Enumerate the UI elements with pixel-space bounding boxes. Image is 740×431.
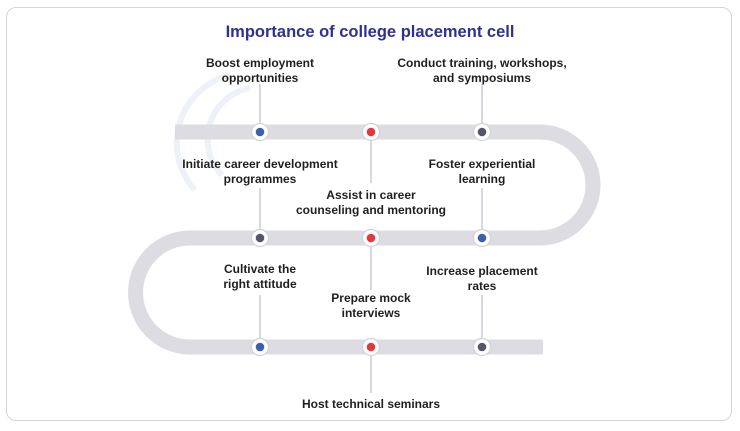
node-dot	[361, 122, 381, 142]
connector-lines	[259, 84, 483, 393]
node-label-line: Increase placement	[426, 264, 537, 278]
node-label-line: Initiate career development	[182, 157, 337, 171]
node-label-line: Foster experiential	[429, 157, 536, 171]
node-label-line: Prepare mock	[331, 291, 411, 305]
node-dot	[250, 122, 270, 142]
watermark-logo	[173, 72, 251, 193]
node-label: Conduct training, workshops,and symposiu…	[397, 56, 566, 85]
node-dot	[361, 228, 381, 248]
node-label-line: and symposiums	[433, 71, 531, 85]
node-label-line: programmes	[224, 172, 297, 186]
node-label-line: Cultivate the	[224, 262, 296, 276]
node-dot	[472, 228, 492, 248]
node-label-line: learning	[459, 172, 506, 186]
node-dot	[250, 337, 270, 357]
node-dot	[361, 337, 381, 357]
node-label-line: Conduct training, workshops,	[397, 56, 566, 70]
node-label-line: Host technical seminars	[302, 397, 440, 411]
node-label-line: counseling and mentoring	[296, 203, 446, 217]
node-dot	[472, 122, 492, 142]
node-dots	[250, 122, 492, 357]
node-label: Host technical seminars	[302, 397, 440, 411]
node-label-line: right attitude	[223, 277, 297, 291]
node-label-line: Boost employment	[206, 56, 314, 70]
node-label-line: rates	[468, 279, 497, 293]
page-title: Importance of college placement cell	[226, 23, 515, 41]
node-dot	[472, 337, 492, 357]
node-label-line: Assist in career	[326, 188, 416, 202]
node-label-line: opportunities	[222, 71, 299, 85]
node-dot	[250, 228, 270, 248]
node-label-line: interviews	[342, 306, 401, 320]
